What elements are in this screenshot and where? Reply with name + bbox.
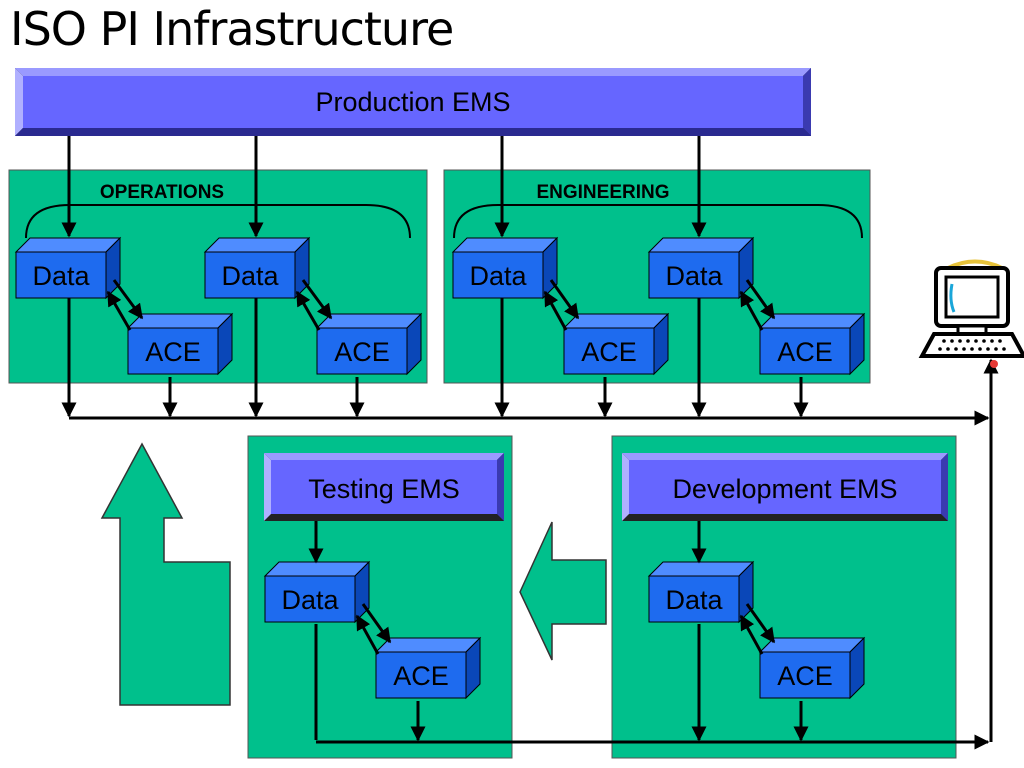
operations-2-ace-node: ACE	[315, 312, 423, 376]
operations-1-ace-node: ACE	[126, 312, 234, 376]
top-bus	[61, 298, 990, 426]
development-data-to-ace-arrow	[745, 603, 776, 644]
development-ace-node-label: ACE	[777, 661, 833, 691]
engineering-1-data-to-ace-arrow	[549, 279, 580, 320]
testing-data-node: Data	[263, 560, 371, 624]
testing-ems-label: Testing EMS	[308, 474, 460, 504]
page-title: ISO PI Infrastructure	[10, 2, 454, 56]
operations-2-data-node: Data	[203, 236, 311, 300]
production-feed-arrows	[61, 136, 707, 238]
operations-1-data-node: Data	[14, 236, 122, 300]
engineering-1-ace-node: ACE	[562, 312, 670, 376]
operations-brace	[25, 204, 411, 239]
engineering-label: ENGINEERING	[536, 182, 669, 203]
development-ems-bar: Development EMS	[622, 453, 948, 521]
operations-label: OPERATIONS	[100, 182, 224, 203]
operations-2-data-node-label: Data	[221, 261, 279, 291]
development-data-node-label: Data	[665, 585, 723, 615]
operations-1-ace-node-label: ACE	[145, 337, 201, 367]
operations-1-ace-to-data-arrow	[106, 290, 132, 331]
development-ace-to-data-arrow	[739, 614, 764, 655]
operations-1-data-to-ace-arrow	[112, 279, 144, 320]
operations-1-data-node-label: Data	[32, 261, 90, 291]
testing-ace-to-data-arrow	[355, 614, 380, 655]
engineering-1-ace-node-label: ACE	[581, 337, 637, 367]
testing-ems-bar: Testing EMS	[264, 453, 504, 521]
engineering-2-data-node-label: Data	[665, 261, 723, 291]
operations-2-ace-to-data-arrow	[295, 290, 321, 331]
engineering-2-ace-node-label: ACE	[777, 337, 833, 367]
engineering-2-data-to-ace-arrow	[745, 279, 776, 320]
engineering-brace	[453, 204, 863, 239]
promote-up-arrow	[100, 442, 231, 706]
engineering-2-ace-to-data-arrow	[739, 290, 764, 331]
engineering-1-ace-to-data-arrow	[543, 290, 568, 331]
testing-data-to-ace-arrow	[361, 603, 392, 644]
development-ems-label: Development EMS	[672, 474, 897, 504]
bottom-bus	[314, 358, 999, 750]
development-data-node: Data	[647, 560, 755, 624]
development-ace-node: ACE	[758, 636, 866, 700]
engineering-2-data-node: Data	[647, 236, 755, 300]
testing-ace-node-label: ACE	[393, 661, 449, 691]
operations-2-data-to-ace-arrow	[301, 279, 333, 320]
operations-2-ace-node-label: ACE	[334, 337, 390, 367]
production-ems-bar: Production EMS	[15, 68, 811, 136]
engineering-1-data-node-label: Data	[469, 261, 527, 291]
promote-left-arrow	[519, 521, 607, 661]
testing-ace-node: ACE	[374, 636, 482, 700]
testing-data-node-label: Data	[281, 585, 339, 615]
engineering-2-ace-node: ACE	[758, 312, 866, 376]
computer-terminal-icon	[918, 259, 1024, 368]
data-ace-links	[106, 279, 776, 655]
production-ems-label: Production EMS	[315, 87, 510, 117]
engineering-1-data-node: Data	[451, 236, 559, 300]
